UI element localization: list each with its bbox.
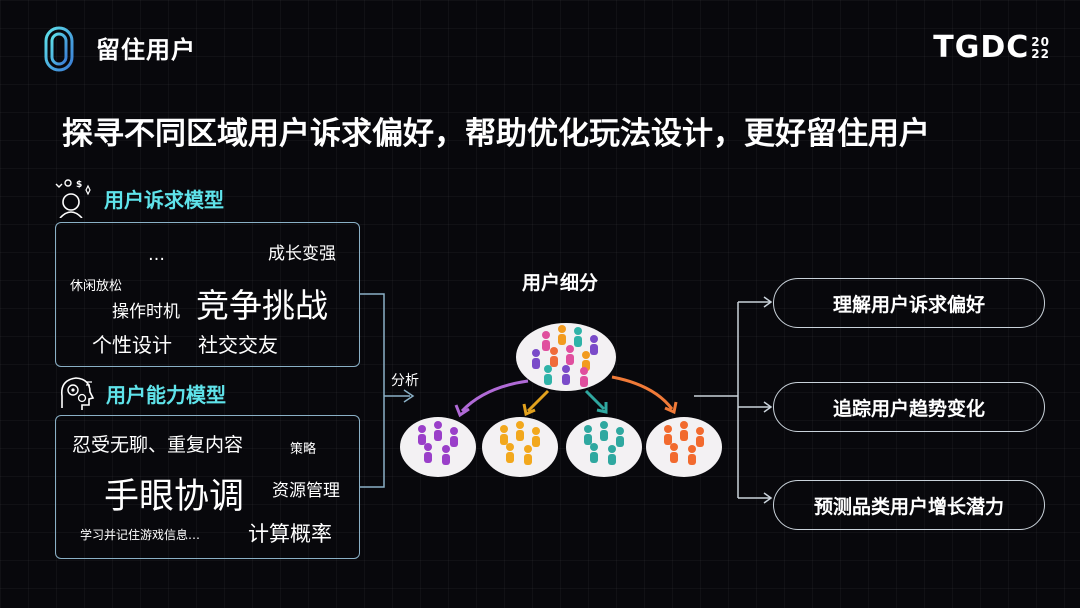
brand-name: TGDC <box>933 30 1030 65</box>
outcome-track-trends: 追踪用户趋势变化 <box>773 382 1045 432</box>
people-group-mixed-icon <box>532 325 598 387</box>
ability-item-strategy: 策略 <box>290 442 317 457</box>
ability-model-title: 用户能力模型 <box>106 382 226 407</box>
headline: 探寻不同区域用户诉求偏好，帮助优化玩法设计，更好留住用户 <box>62 116 930 152</box>
ability-model-box: 忍受无聊、重复内容 策略 手眼协调 资源管理 学习并记住游戏信息… 计算概率 <box>55 415 360 559</box>
head-gears-icon <box>60 377 95 410</box>
arrow-to-orange <box>611 375 674 410</box>
segmentation-title: 用户细分 <box>522 272 599 294</box>
analysis-label: 分析 <box>391 373 419 389</box>
people-group-orange-icon <box>664 421 704 465</box>
brand-logo: TGDC 20 22 <box>933 30 1050 65</box>
people-group-teal-icon <box>584 421 624 465</box>
brand-year-bottom: 22 <box>1031 46 1050 61</box>
user-segmentation-diagram <box>400 323 722 477</box>
ability-item-hand-eye: 手眼协调 <box>104 477 245 517</box>
brand-year-top: 20 <box>1031 34 1050 49</box>
tgdc-logo-icon <box>44 26 74 72</box>
outcome-predict-growth: 预测品类用户增长潜力 <box>773 480 1045 530</box>
arrow-to-yellow <box>526 389 550 413</box>
demand-model-heading: $ 用户诉求模型 <box>52 178 224 218</box>
brand-year: 20 22 <box>1031 36 1050 60</box>
analysis-connector <box>360 293 415 488</box>
ability-item-probability: 计算概率 <box>248 522 332 546</box>
arrow-to-teal <box>584 389 606 411</box>
ability-item-learning: 学习并记住游戏信息… <box>80 528 201 542</box>
demand-item-personal-design: 个性设计 <box>92 333 172 357</box>
demand-model-box: 成长变强 … 休闲放松 操作时机 竞争挑战 个性设计 社交交友 <box>55 222 360 367</box>
outcome-connector <box>694 296 773 504</box>
ability-model-heading: 用户能力模型 <box>56 374 226 412</box>
outcome-understand-preferences: 理解用户诉求偏好 <box>773 278 1045 328</box>
demand-item-competition: 竞争挑战 <box>196 286 328 325</box>
demand-item-ellipsis: … <box>148 245 165 265</box>
demand-item-social: 社交交友 <box>198 333 278 357</box>
person-thinking-icon: $ <box>55 179 91 218</box>
svg-text:$: $ <box>76 180 82 190</box>
arrow-to-purple <box>460 379 529 413</box>
demand-item-leisure: 休闲放松 <box>70 279 123 294</box>
ability-item-resource: 资源管理 <box>272 481 340 501</box>
demand-model-title: 用户诉求模型 <box>104 187 224 212</box>
ability-item-boredom: 忍受无聊、重复内容 <box>72 434 244 456</box>
people-group-purple-icon <box>418 421 458 465</box>
demand-item-timing: 操作时机 <box>112 302 180 322</box>
page-title: 留住用户 <box>96 36 196 64</box>
people-group-yellow-icon <box>500 421 540 465</box>
demand-item-growth: 成长变强 <box>268 244 336 264</box>
